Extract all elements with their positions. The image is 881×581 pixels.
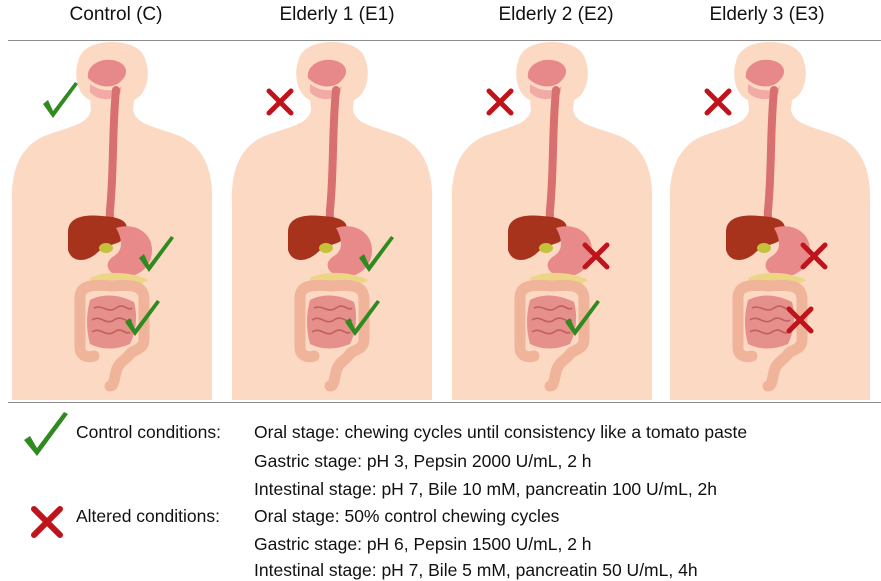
legend-control-intestinal: Intestinal stage: pH 7, Bile 10 mM, panc… [254, 479, 717, 500]
legend-control-oral: Oral stage: chewing cycles until consist… [254, 422, 747, 443]
gallbladder [757, 243, 771, 253]
check-icon [20, 410, 72, 462]
oral-stage-status-check-icon [43, 82, 78, 118]
legend-divider [8, 402, 881, 403]
body-figure-elderly-3 [670, 42, 870, 400]
oral-stage-status-cross-icon [707, 91, 729, 113]
body-figure-elderly-1 [232, 42, 432, 400]
oral-stage-status-cross-icon [269, 91, 291, 113]
oral-stage-status-cross-icon [489, 91, 511, 113]
legend-altered-gastric: Gastric stage: pH 6, Pepsin 1500 U/mL, 2… [254, 534, 592, 555]
legend: Control conditions: Oral stage: chewing … [0, 408, 881, 574]
legend-control-gastric: Gastric stage: pH 3, Pepsin 2000 U/mL, 2… [254, 451, 592, 472]
legend-altered-oral: Oral stage: 50% control chewing cycles [254, 506, 559, 527]
legend-altered-label: Altered conditions: [76, 506, 220, 527]
gallbladder [99, 243, 113, 253]
legend-altered-intestinal: Intestinal stage: pH 7, Bile 5 mM, pancr… [254, 560, 698, 581]
gallbladder [539, 243, 553, 253]
legend-control-label: Control conditions: [76, 422, 221, 443]
body-figure-elderly-2 [452, 42, 652, 400]
cross-icon [30, 505, 64, 539]
body-figure-control [12, 42, 212, 400]
body-panels [0, 0, 881, 400]
gallbladder [319, 243, 333, 253]
